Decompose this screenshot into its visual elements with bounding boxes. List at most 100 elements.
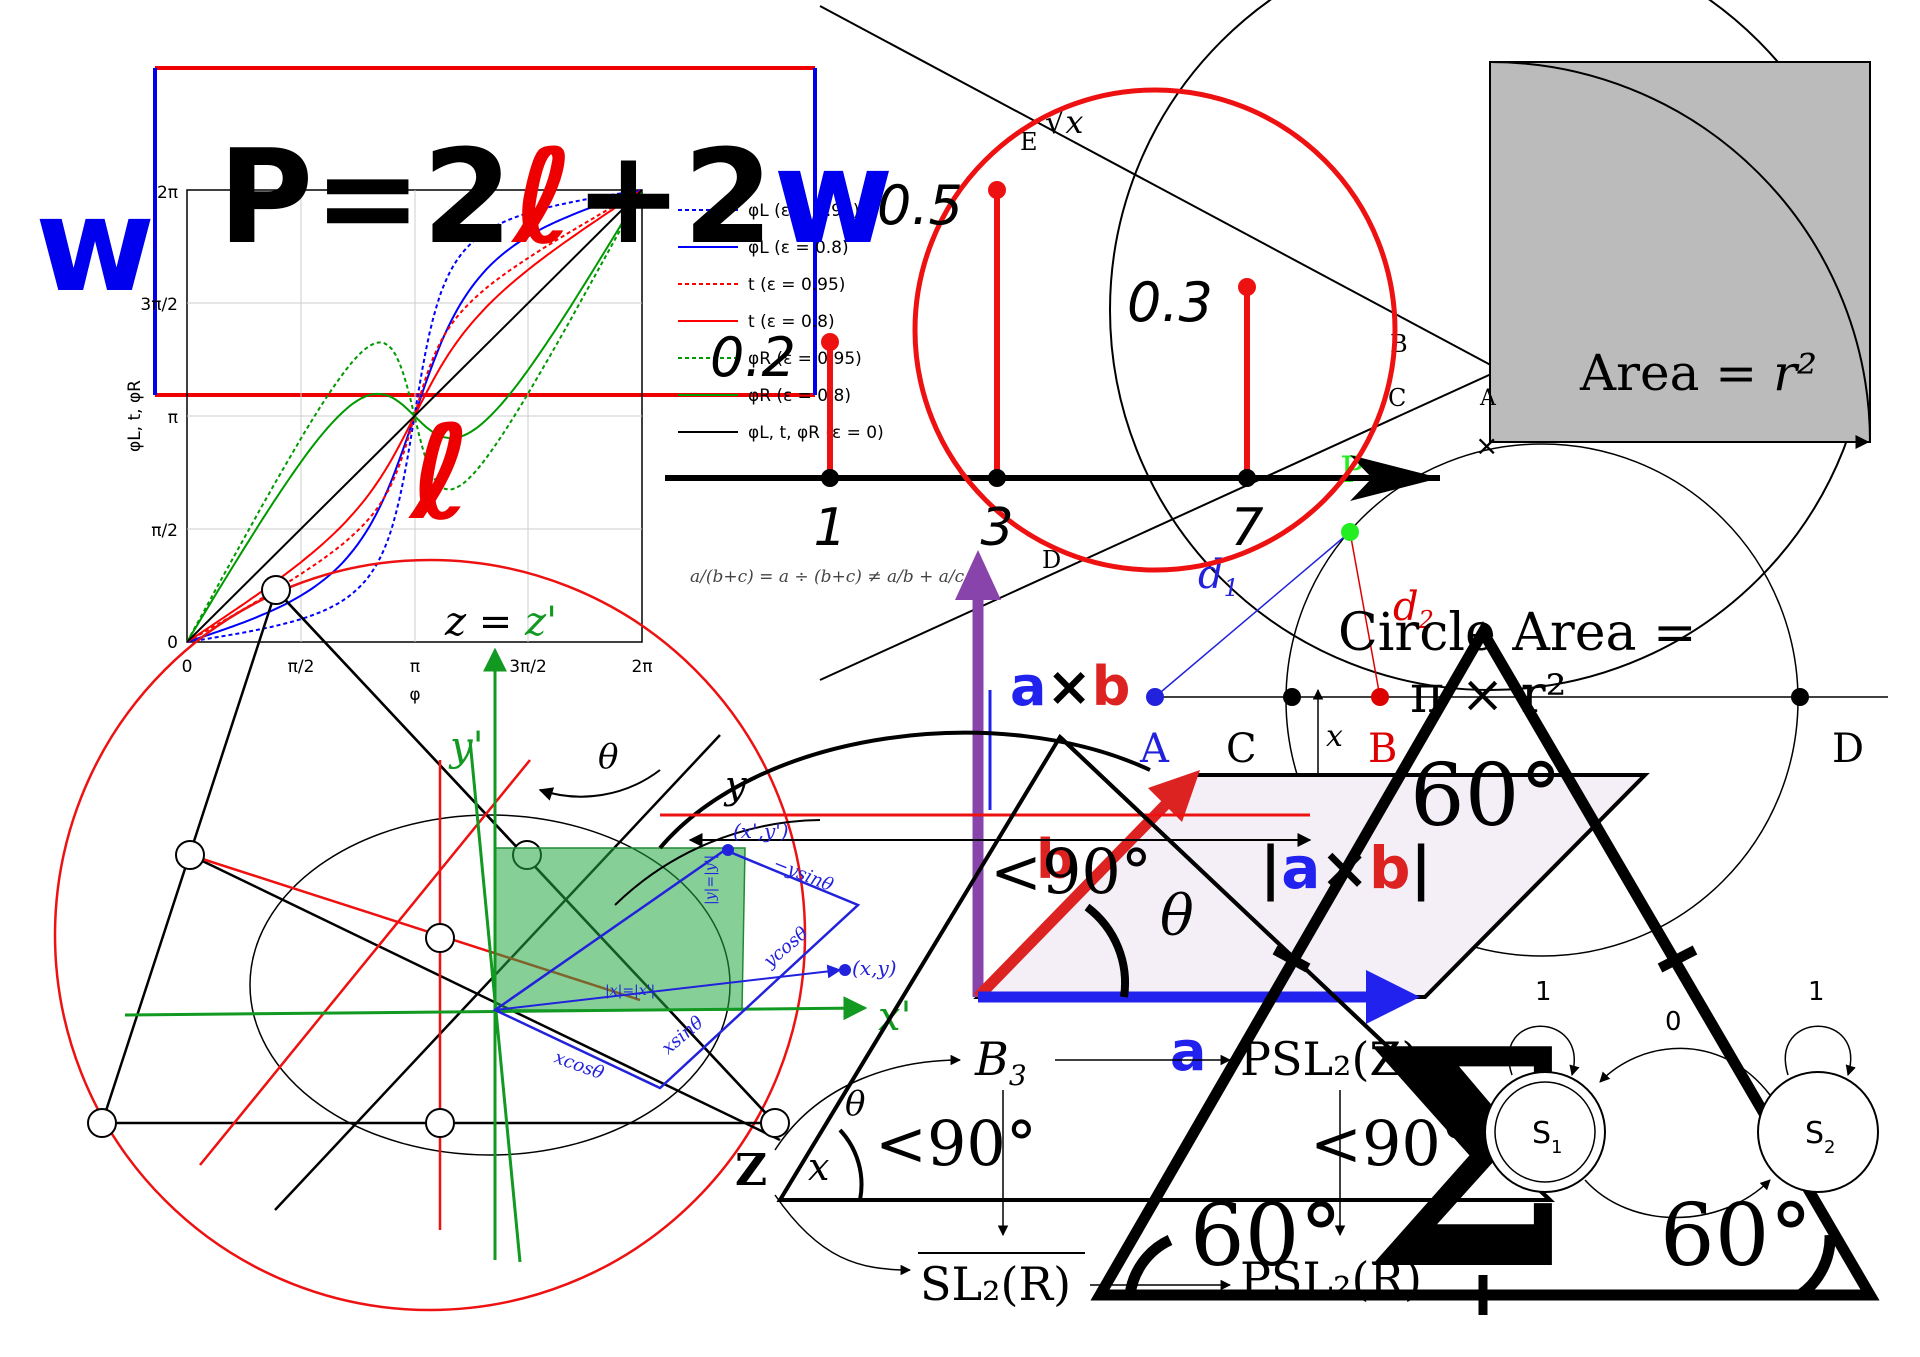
vector-axb-head [955,550,1001,600]
point-P [1341,523,1359,541]
curve-zero [186,189,643,643]
arrow-Z-B3 [774,1054,962,1151]
x-tick-0: 0 [182,657,193,677]
lt90-label-c: <90° [1310,1107,1472,1180]
label-axb: a×b [1010,655,1130,718]
stem-head-0 [821,333,839,351]
label-line-A: A [1139,726,1170,772]
vector-a-head [1366,970,1420,1024]
red-bisector-2 [199,759,531,1166]
x-tick-pi: π [410,657,420,677]
stem-value-0: 0.2 [710,326,796,389]
point-C-upper: C [1388,384,1406,412]
fraction-formula: a/(b+c) = a ÷ (b+c) ≠ a/b + a/c [690,567,965,587]
point-C-dot [1283,688,1301,706]
stem-position-0: 1 [813,498,846,558]
label-x: x [808,1145,829,1189]
label-line-D: D [1832,726,1864,772]
label-line-B: B [1368,726,1397,772]
blue-rotated-box [492,848,861,1090]
quarter-arc [1489,61,1871,443]
xy-prime-point [722,844,734,856]
label-absy: |y|=|y'| [703,855,719,905]
d1-line [1154,531,1351,698]
red-stem-circle [912,87,1398,573]
loop-s2-label: 1 [1808,977,1825,1007]
lt90-label-a: <90° [990,835,1152,908]
vertex-left [87,1108,117,1138]
label-line-C: C [1226,726,1257,772]
tick-left [1272,945,1311,973]
legend-label-3: t (ε = 0.8) [748,312,835,332]
x-axis-label: φ [409,685,420,705]
stem-axis-arrow [1350,455,1440,501]
x-tick-pi2: π/2 [288,657,315,677]
x-tick-3pi2: 3π/2 [509,657,547,677]
point-D-lower: D [1042,546,1061,574]
circle-area-line1: Circle Area = [1338,603,1697,663]
label-Z: Z [735,1145,767,1196]
y-tick-pi: π [168,408,178,428]
arrow-Z-SL2R [774,1194,912,1276]
d2-line [1349,531,1381,698]
y-prime-axis [468,739,522,1263]
equilateral-triangle: 60° 60° 60° <90° <90° <90° [776,621,1880,1315]
stem-head-1 [988,181,1006,199]
point-D-dot [1791,688,1809,706]
lt90-label-b: <90° [875,1107,1037,1180]
tick-right [1657,945,1698,973]
stem-position-2: 7 [1230,498,1263,558]
midpoint-bottom [425,1108,455,1138]
theta-arc [1084,903,1130,998]
big-rotation-arc [658,730,1151,850]
y-tick-2pi: 2π [157,183,178,203]
perimeter-formula: P=2ℓ+2w [218,121,894,273]
xy-vector [494,964,842,1011]
edge-s1-s2 [1584,1179,1771,1219]
label-d1: d1 [1198,552,1239,602]
label-y-prime: y' [448,724,484,770]
angle-wedge-right [1796,1234,1836,1300]
legend-label-1: φL (ε = 0.8) [748,238,849,258]
stem-value-1: 0.5 [877,174,963,237]
loop-s1-label: 1 [1535,977,1552,1007]
y-tick-pi2: π/2 [151,521,178,541]
label-xy: (x,y) [852,956,897,980]
state-s2-label: S2 [1805,1116,1836,1158]
y-tick-3pi2: 3π/2 [140,295,178,315]
curve-t-095 [186,189,643,643]
point-B-dot [1371,688,1389,706]
state-s1-inner [1494,1081,1596,1183]
loop-s1 [1508,1025,1580,1077]
small-x-mark: × [1475,429,1498,462]
stem-base-0 [821,469,839,487]
vertex-top [261,575,291,605]
point-A-upper: A [1479,386,1497,411]
distance-diagram: P d1 d2 A C B D x Circle Area = π × r² [1139,443,1888,957]
legend-label-0: φL (ε = 0.95) [748,201,859,221]
label-z-equals: z = z' [444,599,557,645]
cevian-2 [189,853,781,1142]
legend-label-2: t (ε = 0.95) [748,275,845,295]
theta-angle-arc [538,769,661,801]
sixty-label-right: 60° [1660,1186,1812,1286]
curve-phiR-095 [186,189,643,643]
side-w-label: w [35,169,155,321]
edge-0-label: 0 [1665,1007,1682,1037]
stem-value-2: 0.3 [1127,271,1213,334]
midpoint-left [175,840,205,870]
loop-s2 [1784,1025,1856,1077]
stem-base-1 [988,469,1006,487]
angle-wedge-left [1124,1235,1173,1296]
legend-label-5: φR (ε = 0.8) [748,386,851,406]
angle-wedge-lower [838,1128,864,1201]
label-absx: |x|=|x'| [605,983,655,999]
y-axis-label: φL, t, φR [125,380,145,452]
label-SL2R: SL₂(R) [920,1257,1071,1311]
area-label: Area = r² [1579,344,1817,402]
label-a: a [1170,1020,1206,1083]
sixty-label-top: 60° [1410,746,1562,846]
label-PSL2R: PSL₂(R) [1240,1252,1422,1306]
side-l-label: ℓ [408,397,471,549]
